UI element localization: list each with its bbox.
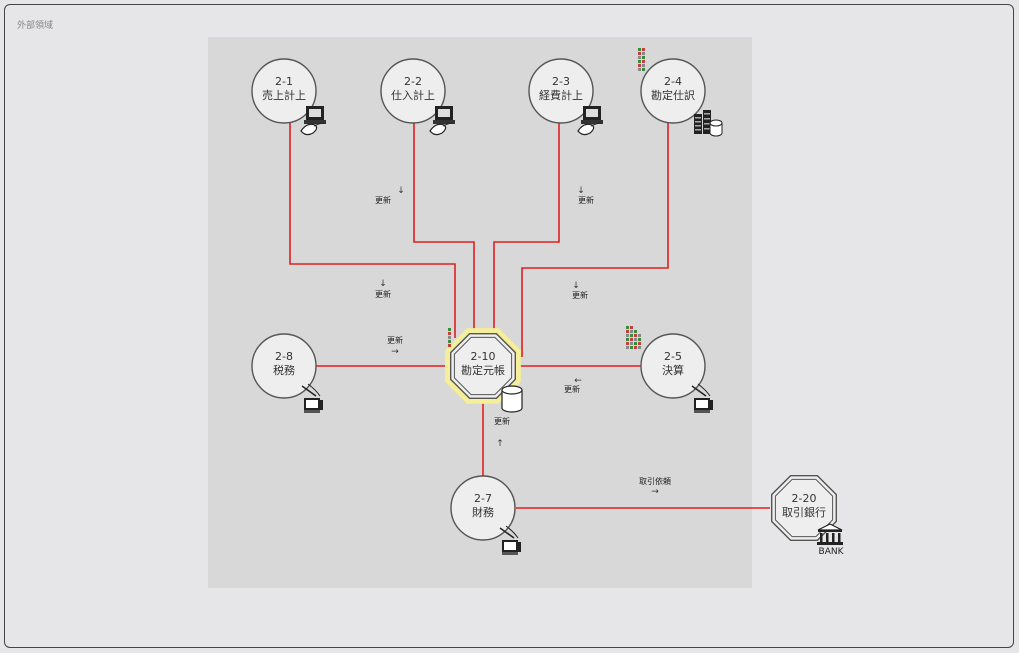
node-name: 経費計上 — [539, 88, 583, 102]
node-circle — [251, 58, 317, 124]
icons: BANK — [300, 48, 845, 557]
edge-arrow-e22: ↓ — [397, 186, 405, 196]
edges — [289, 123, 770, 509]
node-octagon-outer — [771, 475, 837, 541]
database-icon — [501, 385, 523, 413]
node-2-7[interactable]: 2-7財務 — [450, 475, 516, 541]
node-name: 取引銀行 — [782, 505, 826, 519]
node-code: 2-7 — [474, 492, 492, 505]
node-circle — [640, 58, 706, 124]
pen-terminal-icon — [691, 383, 713, 413]
bank-text: BANK — [819, 547, 845, 557]
node-code: 2-8 — [275, 350, 293, 363]
node-octagon-inner — [774, 478, 834, 538]
node-code: 2-10 — [471, 350, 496, 363]
edge-label-e24: 更新 — [572, 290, 588, 300]
edge-2-2 — [413, 123, 475, 334]
edge-arrow-e23: ↓ — [577, 186, 585, 196]
edge-label-e27: 更新 — [494, 416, 510, 426]
node-code: 2-1 — [275, 75, 293, 88]
edge-arrow-e24: ↓ — [572, 281, 580, 291]
edge-2-1 — [289, 123, 456, 338]
edge-2-4 — [521, 123, 669, 357]
edge-label-e21: 更新 — [375, 289, 391, 299]
edge-label-e28: 更新 — [387, 335, 403, 345]
node-circle — [640, 333, 706, 399]
node-code: 2-20 — [792, 492, 817, 505]
node-code: 2-5 — [664, 350, 682, 363]
edge-arrow-e220: → — [651, 487, 659, 497]
node-name: 売上計上 — [262, 88, 306, 102]
node-octagon-inner — [453, 336, 513, 396]
status-indicator-icon — [626, 326, 641, 349]
terminal-mouse-icon — [300, 106, 326, 136]
node-circle — [380, 58, 446, 124]
edge-arrow-e28: → — [391, 347, 399, 357]
node-name: 勘定仕訳 — [651, 88, 695, 102]
edge-arrow-e25: ← — [574, 376, 582, 386]
outer-region-label: 外部領域 — [17, 21, 54, 31]
node-name: 仕入計上 — [391, 88, 435, 102]
node-name: 税務 — [273, 363, 295, 377]
edge-label-e25: 更新 — [564, 384, 580, 394]
status-indicator-icon — [448, 328, 451, 347]
node-code: 2-3 — [552, 75, 570, 88]
edge-arrow-e21: ↓ — [379, 279, 387, 289]
node-circle — [251, 333, 317, 399]
edge-2-3 — [493, 123, 560, 334]
node-circle — [450, 475, 516, 541]
bank-icon: BANK — [817, 523, 845, 557]
node-code: 2-4 — [664, 75, 682, 88]
node-circle — [528, 58, 594, 124]
server-database-icon — [694, 110, 723, 137]
node-name: 決算 — [662, 363, 684, 377]
edge-labels: 更新↓更新↓更新↓更新↓更新→更新←更新↑取引依頼→ — [375, 186, 671, 497]
node-2-5[interactable]: 2-5決算 — [640, 333, 706, 399]
node-octagon-outer — [450, 333, 516, 399]
pen-terminal-icon — [499, 525, 521, 555]
node-name: 勘定元帳 — [461, 363, 505, 377]
edge-label-e22: 更新 — [375, 195, 391, 205]
node-2-8[interactable]: 2-8税務 — [251, 333, 317, 399]
pen-terminal-icon — [301, 383, 323, 413]
terminal-mouse-icon — [577, 106, 603, 136]
terminal-mouse-icon — [429, 106, 455, 136]
edge-arrow-e27: ↑ — [496, 439, 504, 449]
node-code: 2-2 — [404, 75, 422, 88]
status-indicator-icon — [638, 48, 645, 71]
edge-label-e220: 取引依頼 — [639, 476, 671, 486]
node-name: 財務 — [472, 505, 494, 519]
edge-label-e23: 更新 — [578, 195, 594, 205]
